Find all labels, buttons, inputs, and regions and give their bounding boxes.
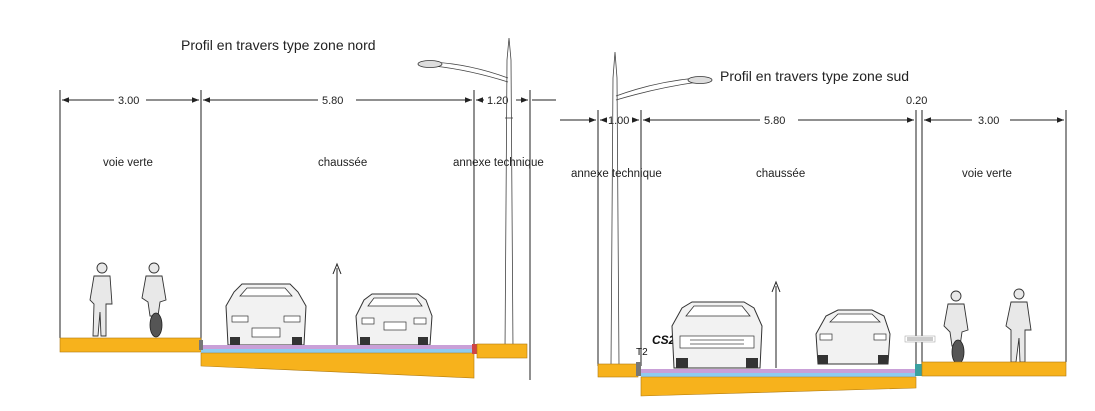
north-road-axis-marker: [332, 262, 342, 348]
north-profile: Profil en travers type zone nord 3.00 5.…: [59, 37, 556, 380]
north-dimension-row: 3.00 5.80 1.20: [62, 95, 556, 107]
north-lamp-post: [417, 37, 514, 351]
north-dim-chaussee: 5.80: [322, 95, 343, 107]
north-profile-title: Profil en travers type zone nord: [181, 37, 376, 53]
south-profile: Profil en travers type zone sud 1.00 5.8…: [560, 51, 1067, 397]
north-zone-voie-verte: voie verte: [103, 157, 153, 169]
north-car-front: [225, 283, 307, 346]
north-zone-chaussee: chaussée: [318, 157, 367, 169]
south-road-axis-marker: [771, 280, 781, 368]
south-sign-code: CS2: [652, 333, 676, 347]
south-sign-subcode: T2: [636, 347, 648, 358]
north-zone-annexe: annexe technique: [453, 157, 544, 169]
north-ground-layers: [59, 337, 528, 379]
south-profile-title: Profil en travers type zone sud: [720, 68, 909, 84]
south-cyclist: [943, 290, 969, 365]
north-cyclist: [141, 262, 167, 338]
north-car-rear: [355, 293, 433, 346]
south-car-front: [671, 301, 763, 369]
north-dim-voie-verte: 3.00: [118, 95, 139, 107]
south-zone-voie-verte: voie verte: [962, 168, 1012, 180]
south-zone-annexe: annexe technique: [571, 168, 662, 180]
north-pedestrian-walking: [89, 262, 113, 337]
south-zone-chaussee: chaussée: [756, 168, 805, 180]
north-dim-annexe: 1.20: [487, 95, 508, 107]
south-dimension-row: 1.00 5.80 0.20 3.00: [560, 95, 1064, 127]
south-dim-bordure: 0.20: [906, 95, 927, 107]
south-dim-voie-verte: 3.00: [978, 115, 999, 127]
south-kerb-detail: [904, 335, 936, 343]
south-dim-chaussee: 5.80: [764, 115, 785, 127]
south-ground-layers: [597, 361, 1067, 397]
south-lamp-post: [610, 51, 713, 367]
south-car-rear: [815, 309, 891, 365]
south-dim-annexe: 1.00: [608, 115, 629, 127]
south-pedestrian-walking: [1005, 288, 1032, 363]
